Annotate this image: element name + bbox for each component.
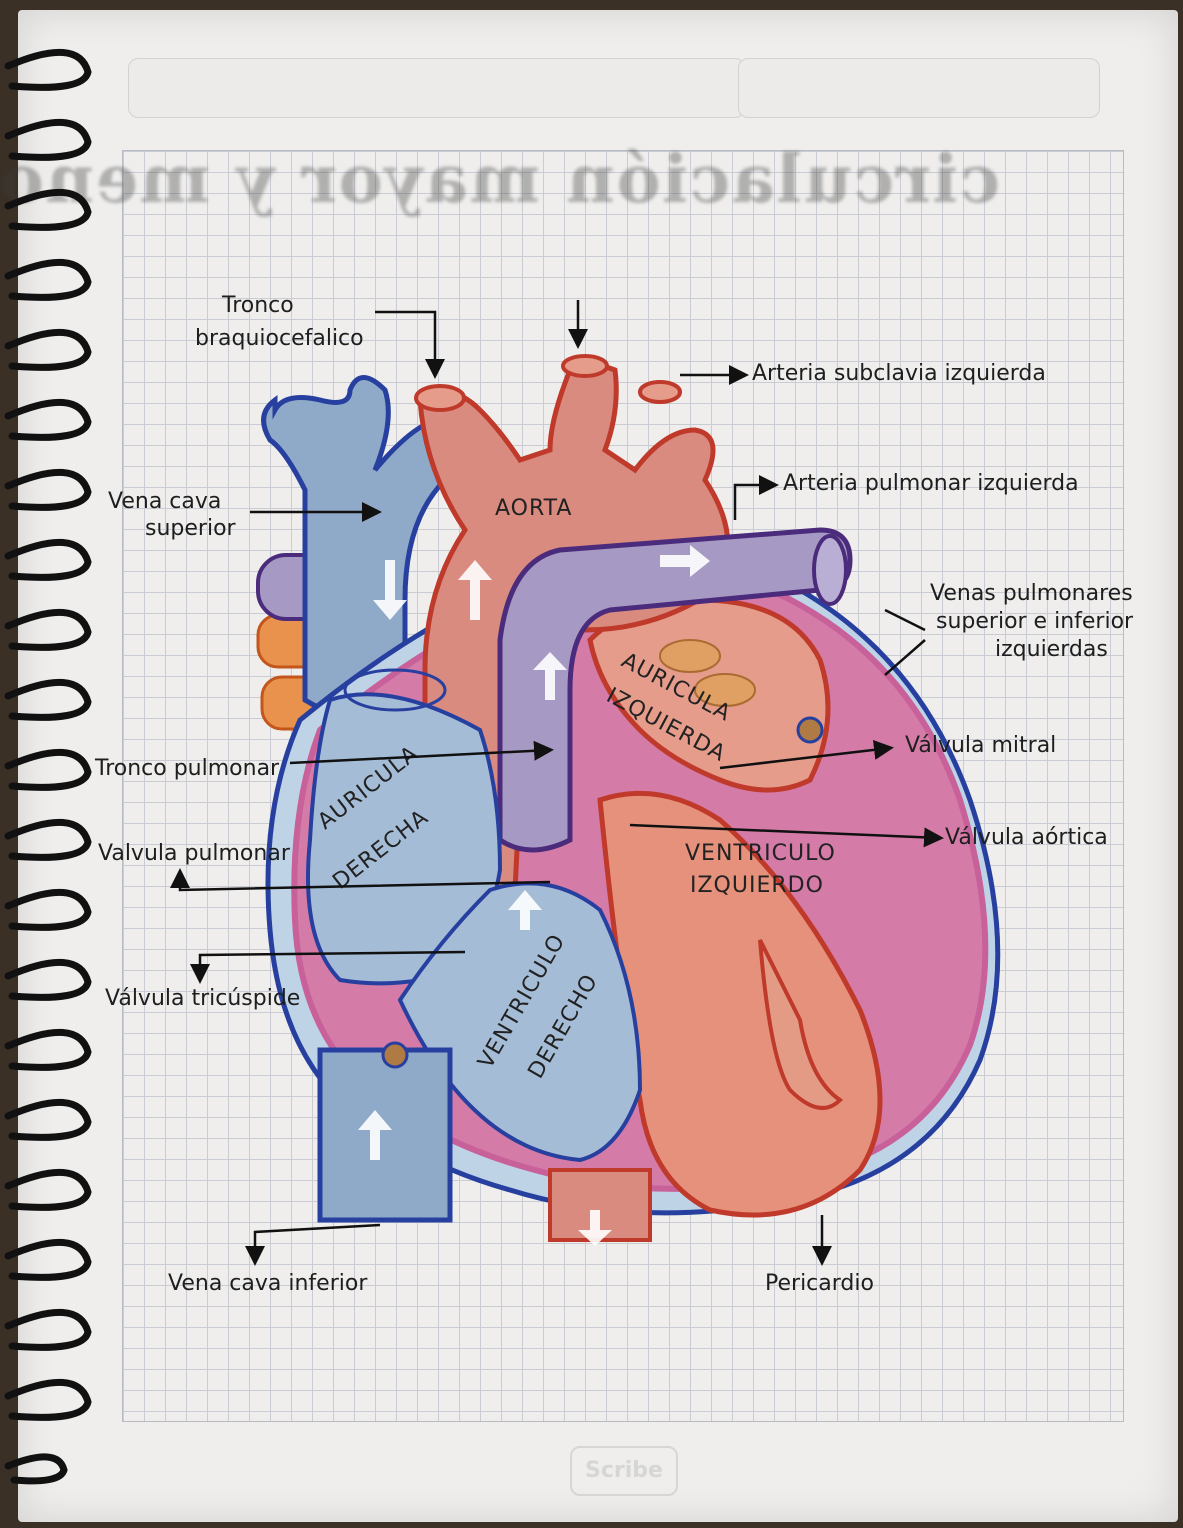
label-vena-cava-inferior: Vena cava inferior [168, 1271, 368, 1296]
label-tronco-1: Tronco [221, 293, 294, 318]
ventriculo-izquierdo-label-2: IZQUIERDO [690, 873, 824, 898]
label-valvula-mitral: Válvula mitral [905, 733, 1056, 758]
label-vena-cava-superior-2: superior [145, 516, 237, 541]
ventriculo-izquierdo-label-1: VENTRICULO [685, 841, 836, 866]
notebook-brand-logo: Scribe [570, 1446, 678, 1496]
leader-arteria-pulmonar [735, 485, 775, 520]
label-venas-pulmonares-2: superior e inferior [936, 609, 1134, 634]
leader-venas-pulmonares-b [885, 640, 925, 675]
inferior-vena-cava [320, 1050, 450, 1220]
label-pericardio: Pericardio [765, 1271, 874, 1296]
label-venas-pulmonares-1: Venas pulmonares [930, 581, 1133, 606]
leader-venas-pulmonares-a [885, 610, 925, 630]
label-arteria-pulmonar: Arteria pulmonar izquierda [783, 471, 1079, 496]
label-valvula-tricuspide: Válvula tricúspide [105, 986, 300, 1011]
label-valvula-aortica: Válvula aórtica [945, 825, 1108, 850]
label-valvula-pulmonar: Valvula pulmonar [98, 841, 291, 866]
label-tronco-2: braquiocefalico [195, 326, 364, 351]
label-venas-pulmonares-3: izquierdas [995, 637, 1108, 662]
aorta-label: AORTA [495, 496, 572, 521]
leader-tronco-braquiocefalico [375, 312, 435, 375]
label-arteria-subclavia: Arteria subclavia izquierda [752, 361, 1046, 386]
label-vena-cava-superior-1: Vena cava [108, 489, 221, 514]
label-tronco-pulmonar: Tronco pulmonar [94, 756, 280, 781]
leader-vena-cava-inferior [255, 1225, 380, 1262]
